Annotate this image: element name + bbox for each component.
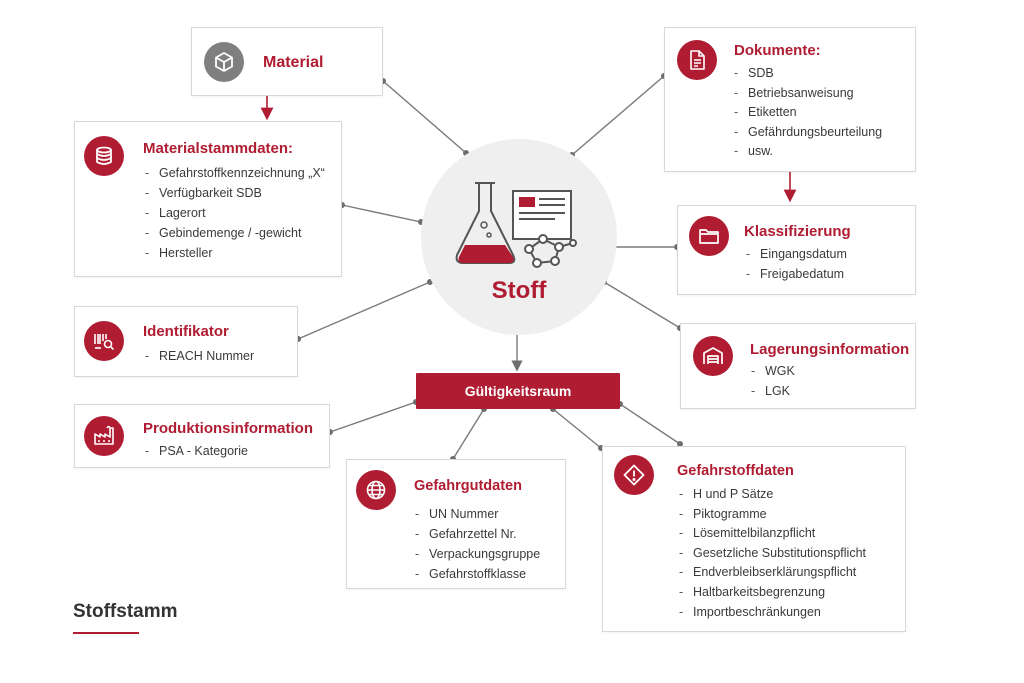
gefahrgutdaten-box: Gefahrgutdaten UN Nummer Gefahrzettel Nr…	[346, 459, 566, 589]
globe-icon	[356, 470, 396, 510]
list-item: Hersteller	[145, 243, 325, 263]
klassifizierung-title: Klassifizierung	[744, 223, 851, 240]
produktionsinformation-title: Produktionsinformation	[143, 420, 313, 437]
list-item: Verfügbarkeit SDB	[145, 183, 325, 203]
line-materialstammdaten	[341, 204, 422, 223]
list-item: Freigabedatum	[746, 264, 847, 284]
document-icon	[677, 40, 717, 80]
list-item: Importbeschränkungen	[679, 603, 866, 623]
list-item: usw.	[734, 142, 882, 162]
folder-icon	[689, 216, 729, 256]
list-item: UN Nummer	[415, 504, 540, 524]
line-produktionsinformation	[329, 401, 417, 433]
list-item: Gefährdungsbeurteilung	[734, 123, 882, 143]
line-gefahrstoffdaten-a	[552, 408, 602, 449]
list-item: LGK	[751, 381, 795, 401]
list-item: Haltbarkeitsbegrenzung	[679, 583, 866, 603]
line-material	[382, 80, 467, 154]
material-title: Material	[263, 54, 324, 71]
list-item: REACH Nummer	[145, 346, 254, 366]
list-item: Betriebsanweisung	[734, 84, 882, 104]
line-gefahrgutdaten	[452, 408, 485, 460]
gefahrgutdaten-title: Gefahrgutdaten	[414, 478, 522, 494]
materialstammdaten-box: Materialstammdaten: Gefahrstoffkennzeich…	[74, 121, 342, 277]
flask-document-icon	[455, 182, 577, 268]
materialstammdaten-title: Materialstammdaten:	[143, 140, 294, 157]
list-item: Etiketten	[734, 103, 882, 123]
list-item: Gebindemenge / -gewicht	[145, 223, 325, 243]
list-item: Lagerort	[145, 203, 325, 223]
produktionsinformation-list: PSA - Kategorie	[145, 441, 248, 461]
gefahrstoffdaten-list: H und P Sätze Piktogramme Lösemittelbila…	[679, 485, 866, 622]
lagerungsinformation-box: Lagerungsinformation WGK LGK	[680, 323, 916, 409]
line-dokumente	[571, 75, 665, 156]
stoff-node: Stoff	[421, 139, 617, 335]
database-icon	[84, 136, 124, 176]
list-item: Endverbleibserklärungspflicht	[679, 563, 866, 583]
lagerungsinformation-title: Lagerungsinformation	[750, 341, 910, 358]
cube-icon	[204, 42, 244, 82]
gefahrstoffdaten-title: Gefahrstoffdaten	[677, 463, 794, 479]
klassifizierung-box: Klassifizierung Eingangsdatum Freigabeda…	[677, 205, 916, 295]
list-item: Verpackungsgruppe	[415, 544, 540, 564]
identifikator-list: REACH Nummer	[145, 346, 254, 366]
gefahrgutdaten-list: UN Nummer Gefahrzettel Nr. Verpackungsgr…	[415, 504, 540, 584]
footer-title: Stoffstamm	[73, 601, 178, 622]
materialstammdaten-list: Gefahrstoffkennzeichnung „X“ Verfügbarke…	[145, 163, 325, 263]
identifikator-title: Identifikator	[143, 323, 229, 340]
list-item: PSA - Kategorie	[145, 441, 248, 461]
list-item: Piktogramme	[679, 505, 866, 525]
line-gefahrstoffdaten-b	[619, 403, 681, 445]
line-lagerungsinformation	[603, 281, 681, 329]
list-item: Lösemittelbilanzpflicht	[679, 524, 866, 544]
list-item: Gefahrstoffkennzeichnung „X“	[145, 163, 325, 183]
factory-icon	[84, 416, 124, 456]
material-box: Material	[191, 27, 383, 96]
produktionsinformation-box: Produktionsinformation PSA - Kategorie	[74, 404, 330, 468]
list-item: SDB	[734, 64, 882, 84]
warehouse-icon	[693, 336, 733, 376]
warning-icon	[614, 455, 654, 495]
list-item: WGK	[751, 361, 795, 381]
barcode-search-icon	[84, 321, 124, 361]
line-identifikator	[297, 281, 431, 340]
list-item: Gefahrstoffklasse	[415, 564, 540, 584]
dokumente-title: Dokumente:	[734, 42, 821, 59]
lagerungsinformation-list: WGK LGK	[751, 361, 795, 401]
stoff-label: Stoff	[491, 277, 547, 304]
list-item: Eingangsdatum	[746, 244, 847, 264]
dokumente-list: SDB Betriebsanweisung Etiketten Gefährdu…	[734, 64, 882, 162]
list-item: H und P Sätze	[679, 485, 866, 505]
klassifizierung-list: Eingangsdatum Freigabedatum	[746, 244, 847, 284]
list-item: Gesetzliche Substitutionspflicht	[679, 544, 866, 564]
gefahrstoffdaten-box: Gefahrstoffdaten H und P Sätze Piktogram…	[602, 446, 906, 632]
dokumente-box: Dokumente: SDB Betriebsanweisung Etikett…	[664, 27, 916, 172]
footer-underline	[73, 632, 139, 634]
identifikator-box: Identifikator REACH Nummer	[74, 306, 298, 377]
gueltigkeitsraum-node: Gültigkeitsraum	[416, 373, 620, 409]
list-item: Gefahrzettel Nr.	[415, 524, 540, 544]
